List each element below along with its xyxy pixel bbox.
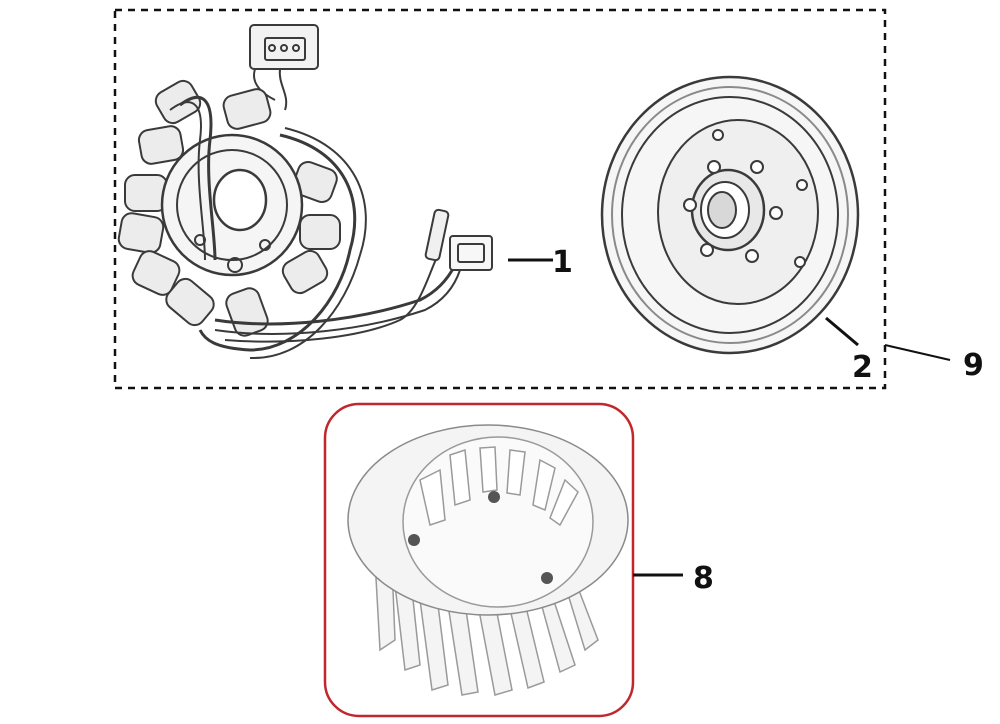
callout-9: 9 bbox=[884, 344, 984, 383]
fan-illustration bbox=[323, 402, 635, 718]
stator-illustration bbox=[117, 24, 493, 360]
flywheel-illustration bbox=[600, 75, 860, 355]
callout-1: 1 bbox=[508, 245, 573, 280]
callout-label-9: 9 bbox=[963, 348, 984, 383]
fan-highlight-frame bbox=[323, 402, 635, 718]
callout-label-2: 2 bbox=[852, 350, 873, 385]
callout-label-8: 8 bbox=[693, 561, 714, 596]
callout-8: 8 bbox=[633, 561, 714, 596]
callout-label-1: 1 bbox=[552, 245, 573, 280]
kit-group-frame bbox=[113, 8, 887, 390]
callout-2: 2 bbox=[825, 316, 873, 385]
